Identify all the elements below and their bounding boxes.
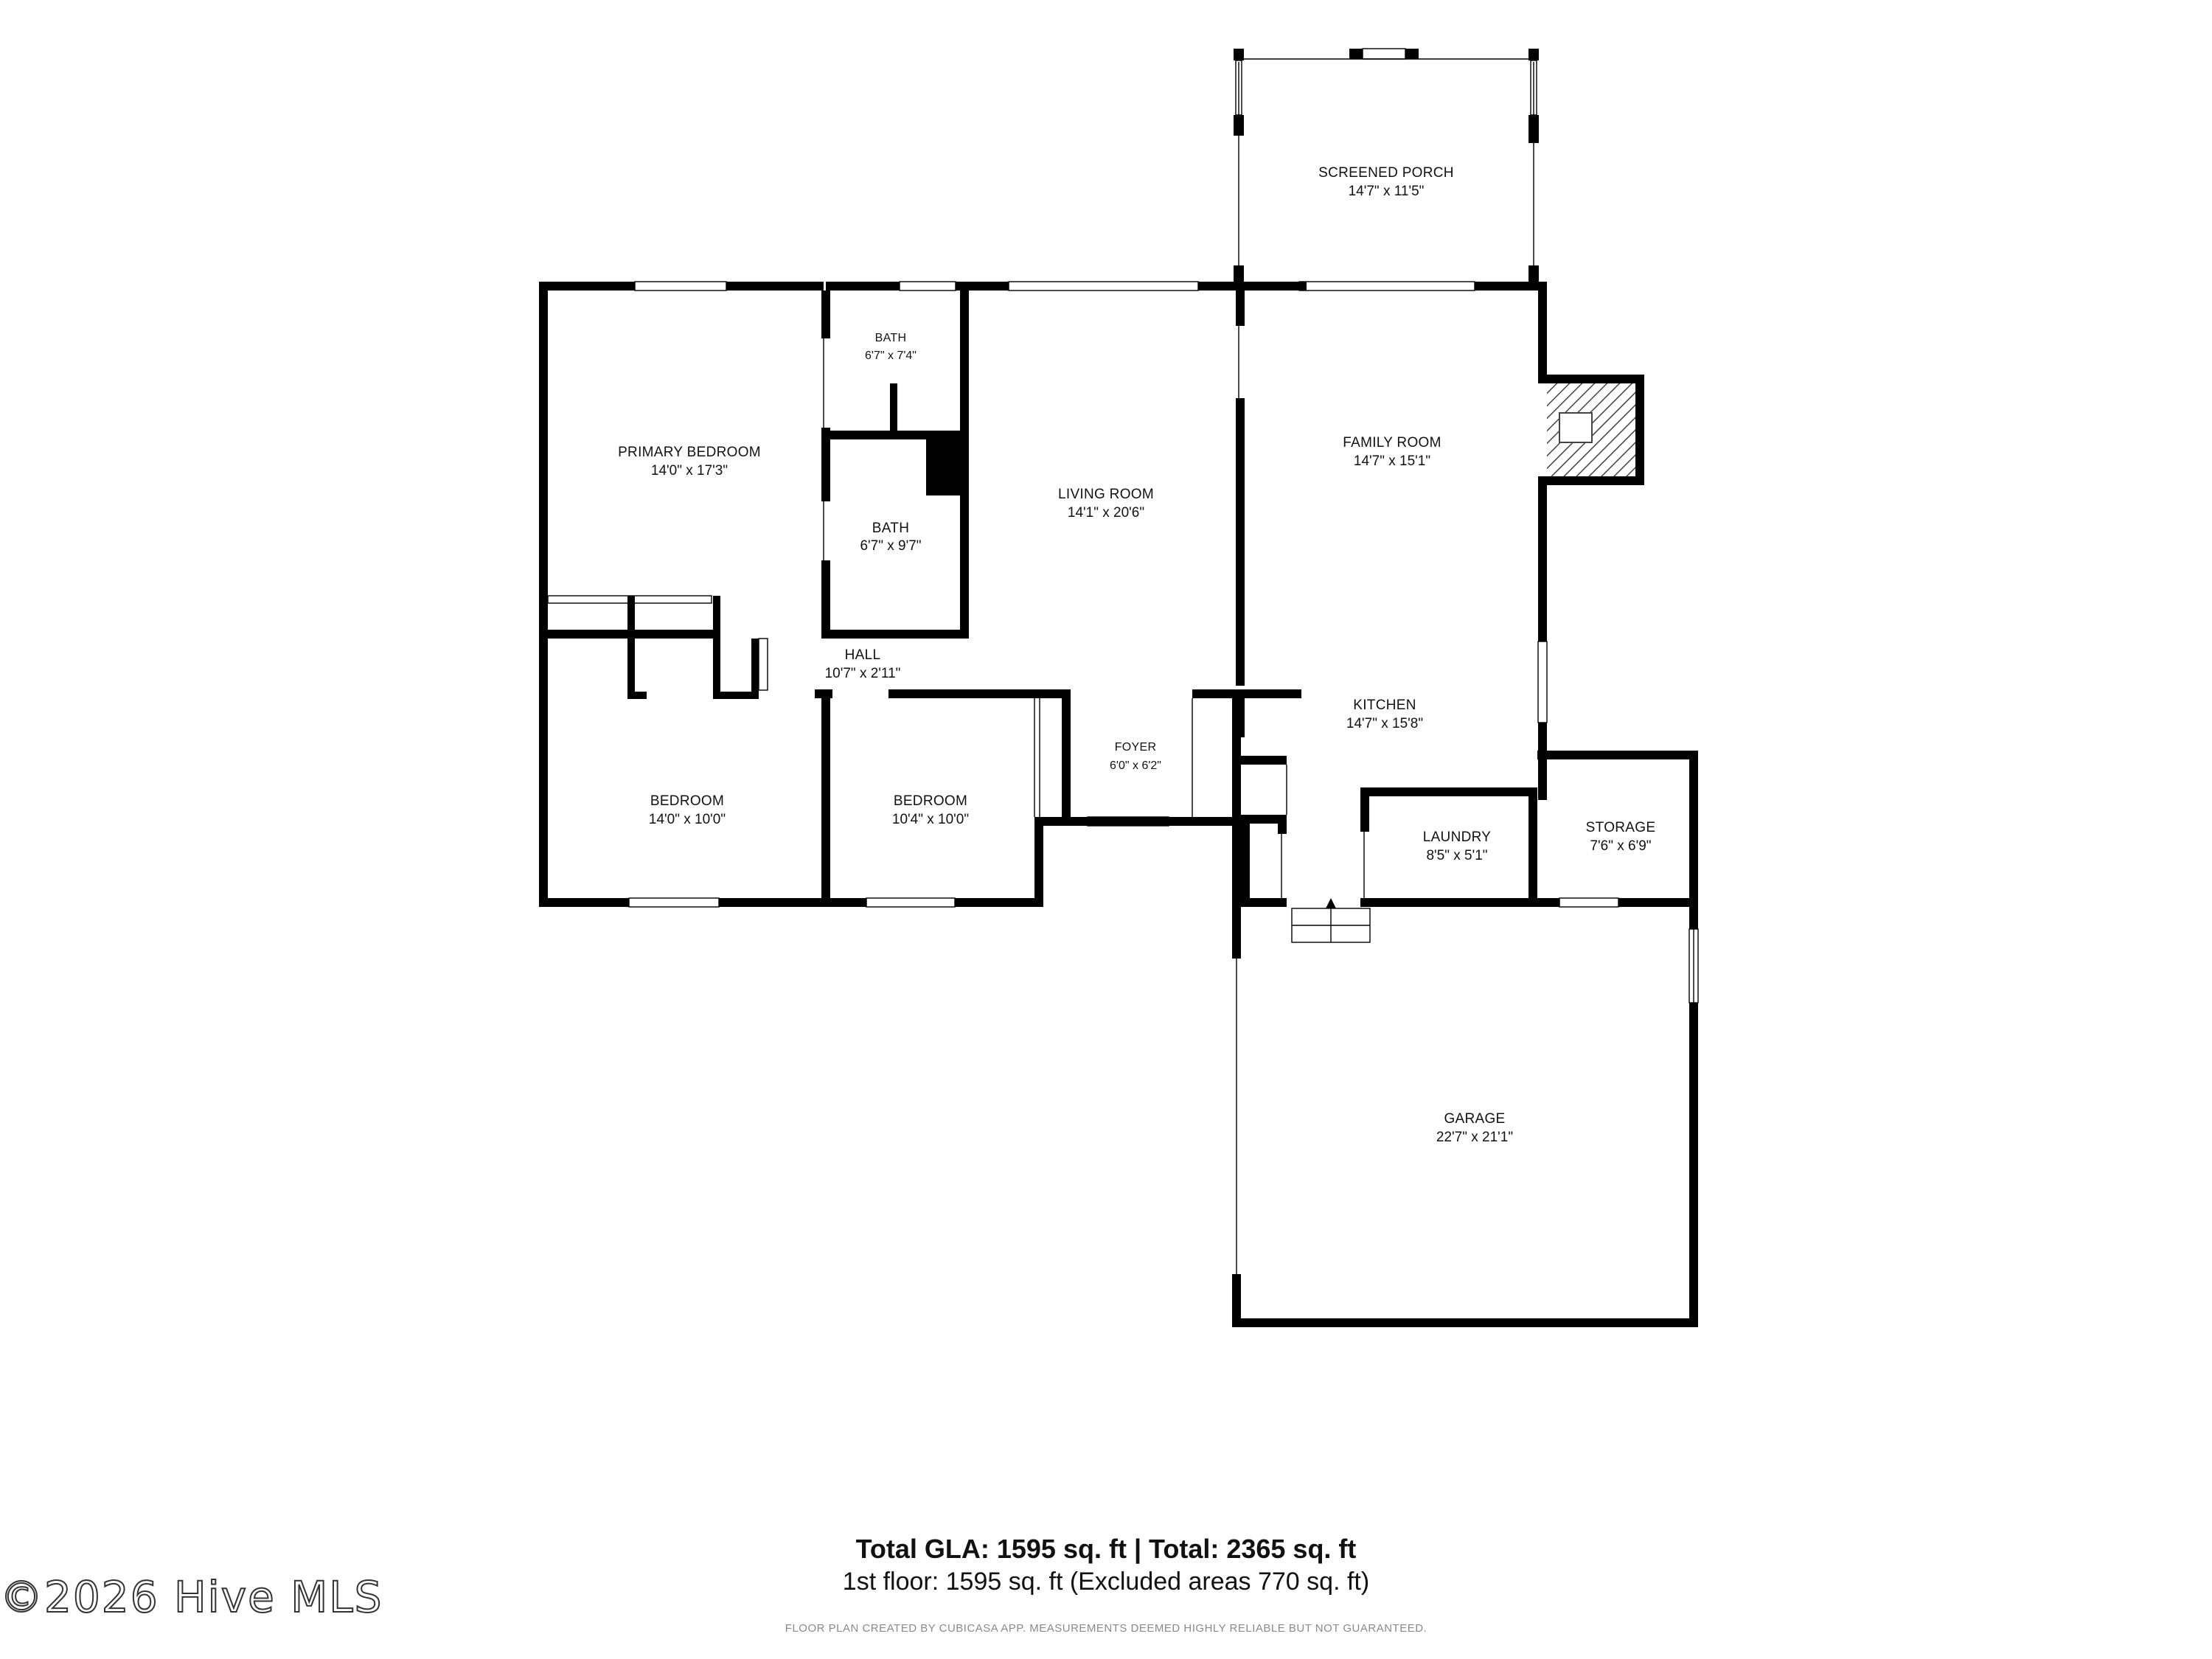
fireplace-insert	[1559, 412, 1593, 443]
room-name-bedroom-1: BEDROOM	[650, 793, 724, 809]
room-dims-garage: 22'7" x 21'1"	[1436, 1130, 1513, 1145]
room-dims-bedroom-2: 10'4" x 10'0"	[892, 812, 969, 827]
room-dims-storage: 7'6" x 6'9"	[1590, 838, 1651, 854]
room-dims-screened-porch: 14'7" x 11'5"	[1349, 184, 1425, 199]
room-dims-living-room: 14'1" x 20'6"	[1068, 505, 1144, 521]
room-labels: SCREENED PORCH 14'7" x 11'5" BATH 6'7" x…	[618, 165, 1655, 1145]
area-floor-summary: 1st floor: 1595 sq. ft (Excluded areas 7…	[842, 1568, 1370, 1596]
room-dims-laundry: 8'5" x 5'1"	[1426, 848, 1487, 863]
disclaimer: FLOOR PLAN CREATED BY CUBICASA APP. MEAS…	[785, 1622, 1427, 1635]
entry-arrow-icon	[1326, 898, 1336, 908]
screens-and-windows	[547, 48, 1699, 1274]
room-name-living-room: LIVING ROOM	[1058, 487, 1154, 502]
room-name-bath-lower: BATH	[872, 521, 909, 536]
area-total-summary: Total GLA: 1595 sq. ft | Total: 2365 sq.…	[855, 1534, 1357, 1564]
walls	[539, 49, 1698, 1327]
room-name-kitchen: KITCHEN	[1353, 698, 1416, 713]
room-name-storage: STORAGE	[1586, 820, 1656, 835]
room-dims-primary-bedroom: 14'0" x 17'3"	[651, 463, 728, 479]
room-name-bath-upper: BATH	[875, 332, 907, 344]
room-dims-bath-upper: 6'7" x 7'4"	[865, 349, 917, 362]
room-name-primary-bedroom: PRIMARY BEDROOM	[618, 445, 761, 460]
room-name-hall: HALL	[845, 647, 881, 663]
room-dims-hall: 10'7" x 2'11"	[825, 666, 901, 681]
room-name-foyer: FOYER	[1115, 741, 1157, 754]
room-dims-kitchen: 14'7" x 15'8"	[1346, 716, 1423, 731]
room-name-family-room: FAMILY ROOM	[1343, 435, 1441, 451]
room-name-bedroom-2: BEDROOM	[894, 793, 967, 809]
room-dims-bedroom-1: 14'0" x 10'0"	[649, 812, 726, 827]
room-name-garage: GARAGE	[1444, 1111, 1505, 1127]
watermark: ©2026 Hive MLS	[0, 1571, 383, 1623]
room-dims-foyer: 6'0" x 6'2"	[1110, 759, 1161, 772]
room-name-laundry: LAUNDRY	[1423, 830, 1492, 845]
room-dims-family-room: 14'7" x 15'1"	[1354, 453, 1430, 469]
room-dims-bath-lower: 6'7" x 9'7"	[860, 538, 921, 554]
room-name-screened-porch: SCREENED PORCH	[1318, 165, 1454, 181]
